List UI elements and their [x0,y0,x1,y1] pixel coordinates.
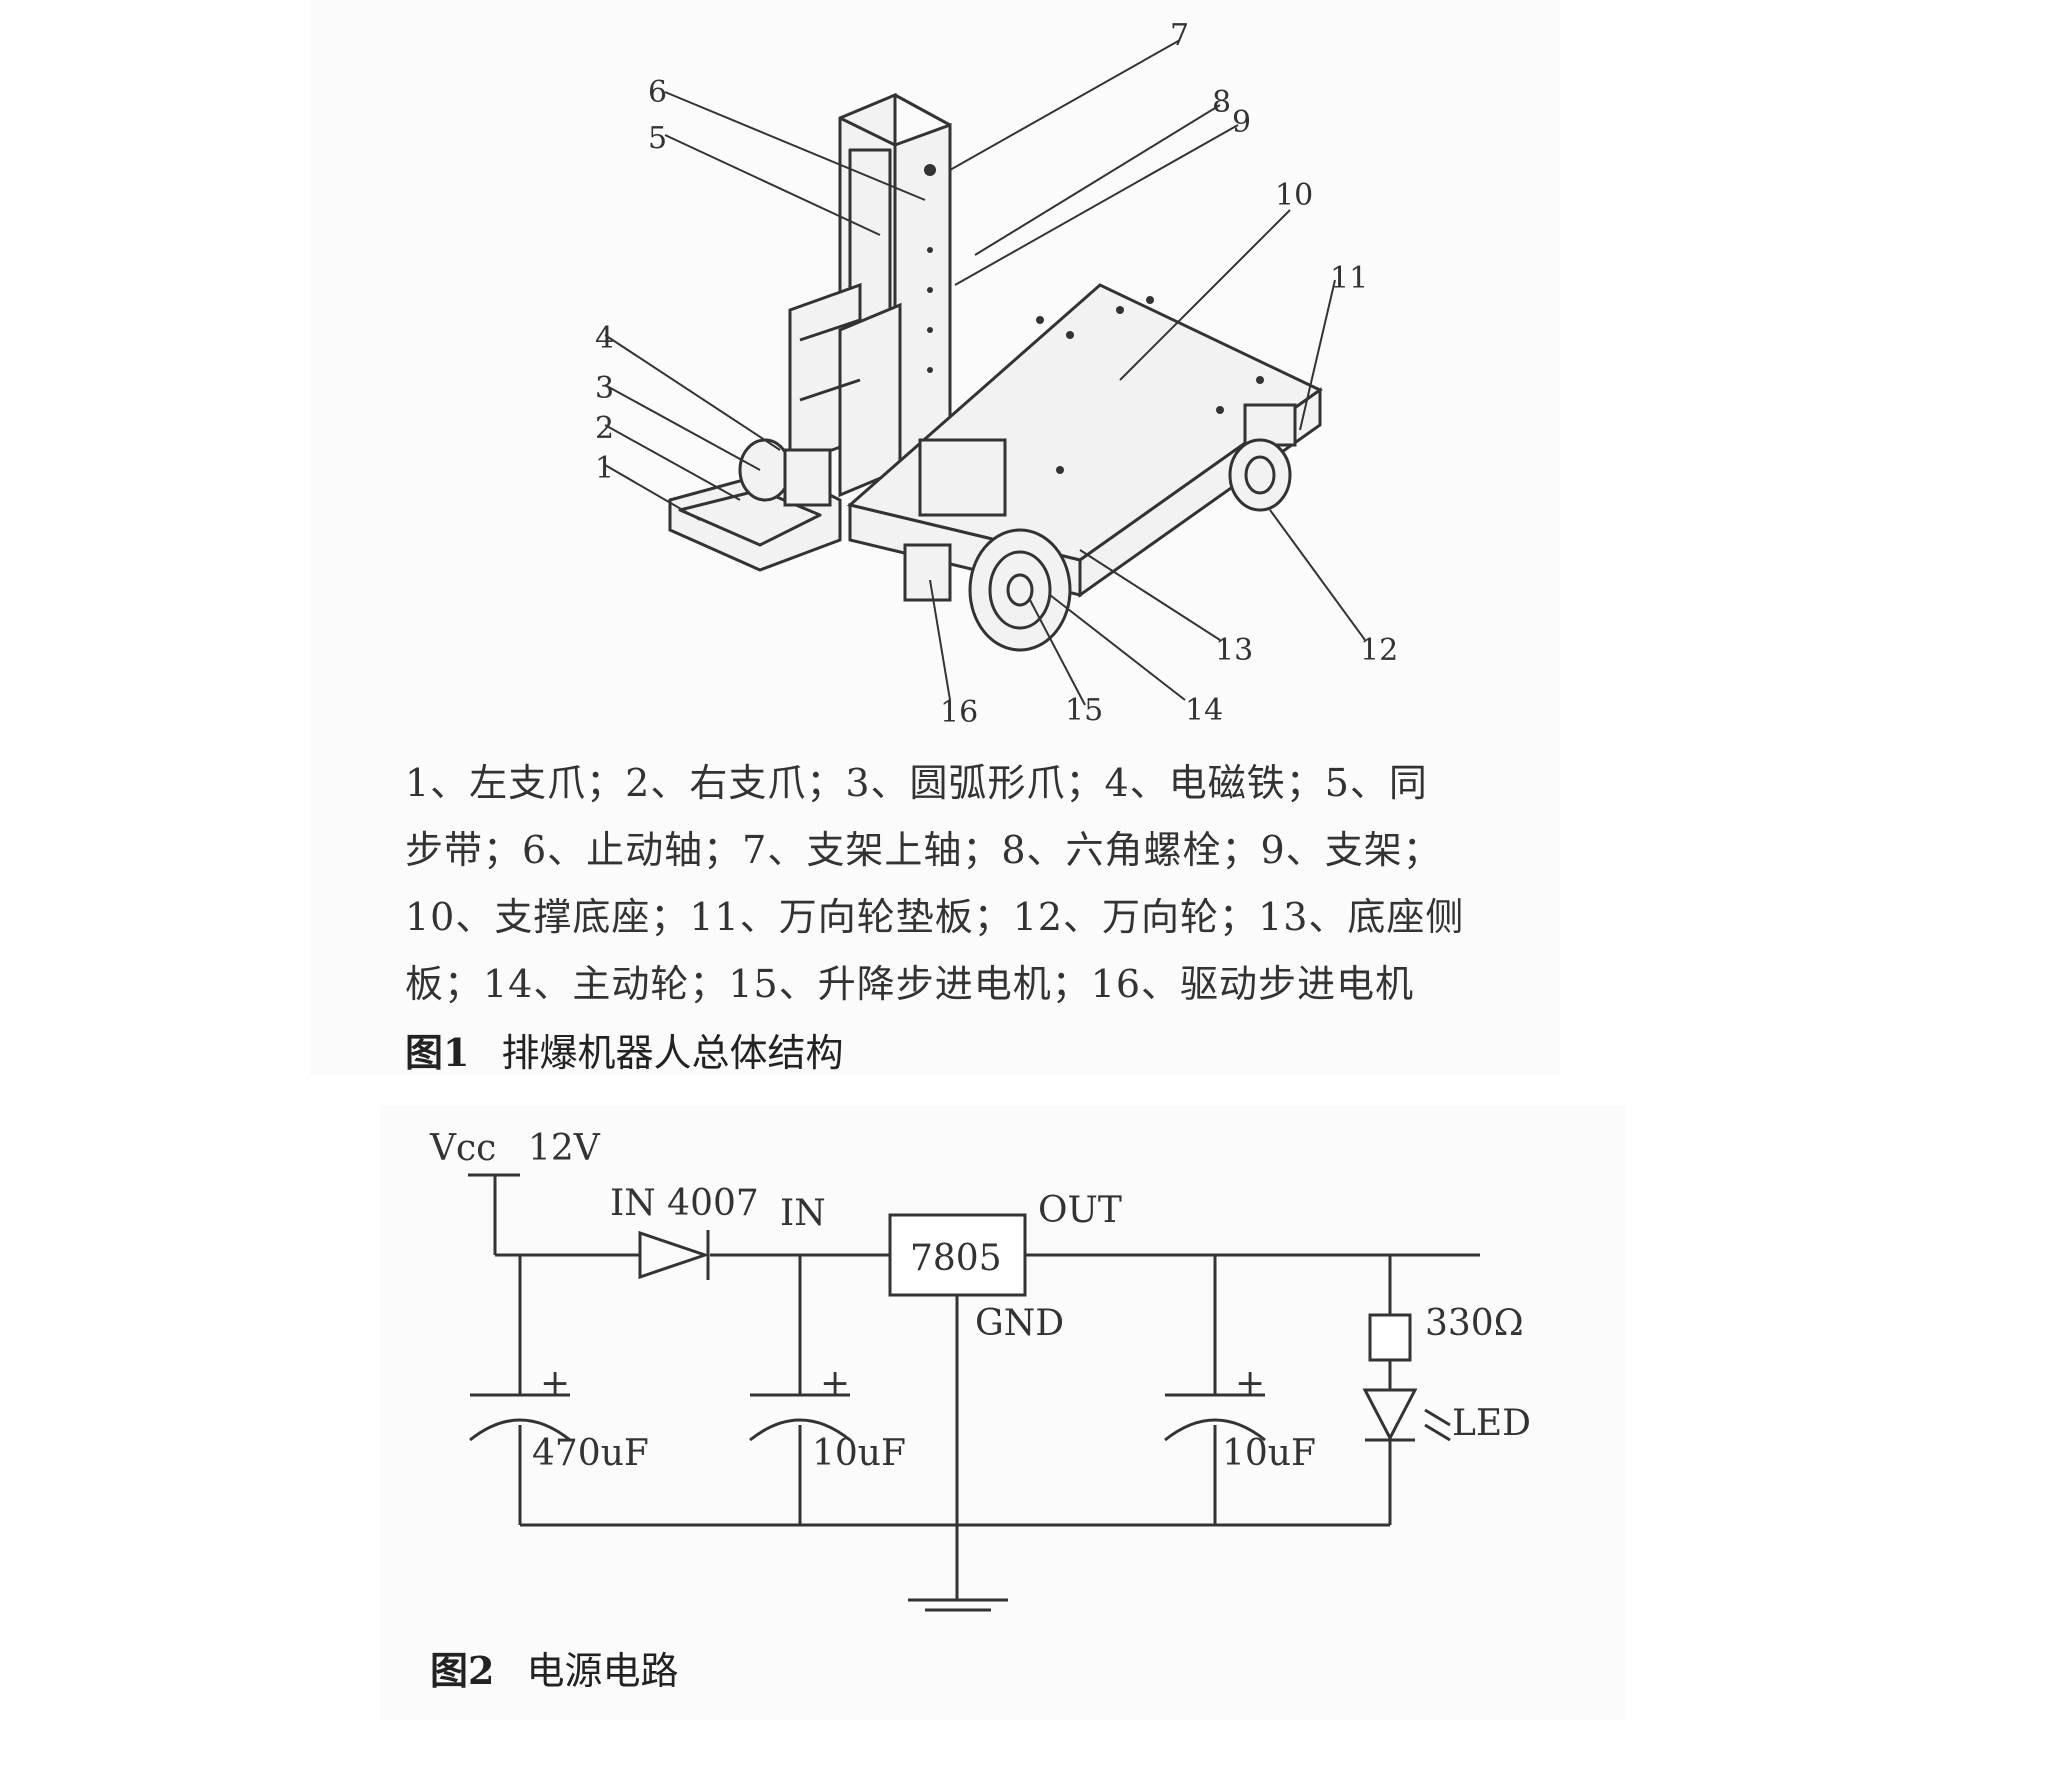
diode-symbol [638,1230,710,1280]
part-label-15: 15 [1065,693,1103,728]
figure-1-number: 图1 [405,1030,470,1075]
cap3-plus-sign: + [1235,1363,1265,1404]
led-symbol [1362,1388,1451,1442]
part-label-9: 9 [1232,105,1251,140]
figure-2-panel [380,1105,1625,1720]
legend-line: 10、支撑底座；11、万向轮垫板；12、万向轮；13、底座侧 [405,895,1465,939]
resistor-label: 330Ω [1425,1303,1524,1344]
part-label-14: 14 [1185,693,1223,728]
lift-carriage [788,282,902,498]
part-label-10: 10 [1275,178,1313,213]
gnd-pin-label: GND [975,1303,1064,1344]
regulator-label: 7805 [910,1238,1002,1279]
part-label-1: 1 [595,451,614,486]
led-label: LED [1452,1403,1531,1444]
part-label-8: 8 [1212,85,1231,120]
part-label-3: 3 [595,371,614,406]
part-label-16: 16 [940,695,978,730]
part-label-6: 6 [648,75,667,110]
cap2-plus-sign: + [820,1363,850,1404]
legend-line: 板；14、主动轮；15、升降步进电机；16、驱动步进电机 [405,962,1415,1006]
figure-1-caption: 图1 排爆机器人总体结构 [405,1022,843,1077]
part-label-12: 12 [1360,633,1398,668]
legend-line: 1、左支爪；2、右支爪；3、圆弧形爪；4、电磁铁；5、同 [405,761,1428,805]
part-label-2: 2 [595,411,614,446]
figure-2-caption: 图2 电源电路 [430,1640,678,1695]
figure-2-title: 电源电路 [526,1649,679,1693]
part-number-labels: 4 3 2 1 6 5 7 8 9 10 11 12 13 14 15 16 [595,18,1398,730]
part-label-5: 5 [648,121,667,156]
wheels [903,403,1297,652]
regulator-7805-box [888,1213,1027,1297]
cap1-plus-sign: + [540,1363,570,1404]
circuit-labels: Vcc 12V IN 4007 IN 7805 OUT GND 330Ω LED… [429,1128,1531,1474]
circuit-wires [468,1173,1480,1612]
part-label-11: 11 [1330,261,1368,296]
figure-2-number: 图2 [430,1648,495,1693]
cap1-value-label: 470uF [532,1433,649,1474]
cap2-value-label: 10uF [812,1433,906,1474]
resistor-330-ohm [1368,1313,1412,1362]
robot-structure-drawing: 4 3 2 1 6 5 7 8 9 10 11 12 13 14 15 16 [595,18,1398,730]
part-label-7: 7 [1170,18,1189,53]
in-pin-label: IN [780,1193,826,1234]
leader-lines [604,39,1366,706]
legend-line: 步带；6、止动轴；7、支架上轴；8、六角螺栓；9、支架； [405,828,1442,872]
figure-1-title: 排爆机器人总体结构 [501,1031,844,1075]
out-pin-label: OUT [1038,1190,1122,1231]
vcc-label: Vcc [429,1128,496,1169]
voltage-label: 12V [528,1128,601,1169]
diode-label: IN 4007 [610,1183,759,1224]
part-label-4: 4 [595,321,614,356]
cap3-value-label: 10uF [1222,1433,1316,1474]
capacitor-symbols [469,1393,1266,1442]
part-label-13: 13 [1215,633,1253,668]
